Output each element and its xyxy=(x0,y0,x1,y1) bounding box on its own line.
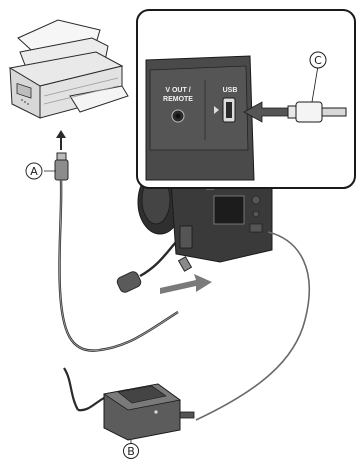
callout-b: B xyxy=(124,444,139,459)
callout-c: C xyxy=(310,52,326,68)
vout-label-line2: REMOTE xyxy=(163,96,193,103)
ac-adapter-b xyxy=(64,368,194,440)
callout-b-letter: B xyxy=(127,445,135,458)
callout-a-letter: A xyxy=(30,165,38,178)
port-zoom-inset: V OUT / REMOTE USB C xyxy=(137,10,355,188)
vout-label-line1: V OUT / xyxy=(165,87,190,94)
printer-illustration xyxy=(10,20,128,118)
insert-arrow-to-camera xyxy=(160,274,212,294)
callout-c-letter: C xyxy=(314,54,322,67)
callout-a: A xyxy=(26,163,42,179)
insert-arrow-to-printer xyxy=(56,130,66,150)
usb-label: USB xyxy=(223,87,238,94)
